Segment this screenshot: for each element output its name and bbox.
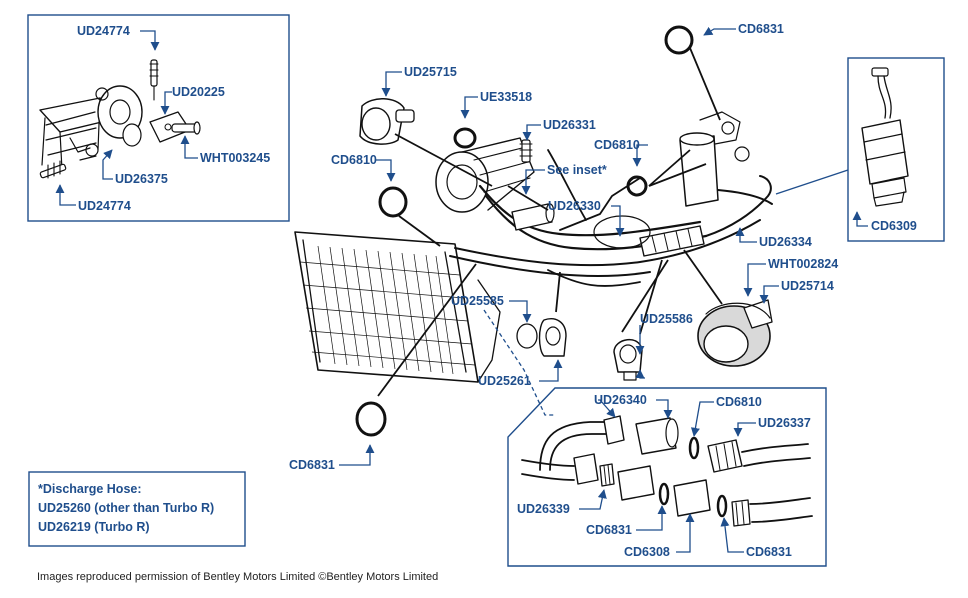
label-inset-ud24774-top: UD24774 [77, 24, 130, 38]
o-rings [355, 25, 694, 437]
pressure-switch-inset-frame [847, 57, 945, 242]
label-ud25261: UD25261 [478, 374, 531, 388]
label-cd6810-left: CD6810 [331, 153, 377, 167]
label-cd6810-upper: CD6810 [594, 138, 640, 152]
compressor-mounting-drawing [39, 59, 201, 179]
discharge-hose-note: *Discharge Hose: UD25260 (other than Tur… [38, 482, 214, 534]
label-ud25585: UD25585 [451, 294, 504, 308]
label-cd6831-left: CD6831 [289, 458, 335, 472]
label-cd6308: CD6308 [624, 545, 670, 559]
union-fittings-drawing [521, 415, 813, 527]
note-title: *Discharge Hose: [38, 482, 142, 496]
label-ud26337: UD26337 [758, 416, 811, 430]
label-ud26340: UD26340 [594, 393, 647, 407]
label-ud25714: UD25714 [781, 279, 834, 293]
label-cd6831-detail-b: CD6831 [746, 545, 792, 559]
label-cd6831-top: CD6831 [738, 22, 784, 36]
note-line-2: UD26219 (Turbo R) [38, 520, 150, 534]
label-see-inset: See inset* [547, 163, 607, 177]
hose-clamp-ud25714 [697, 299, 773, 367]
label-ud26330: UD26330 [548, 199, 601, 213]
copyright-caption: Images reproduced permission of Bentley … [37, 571, 438, 583]
label-wht002824: WHT002824 [768, 257, 838, 271]
bracket-ud25585 [516, 318, 567, 357]
label-inset-ud26375: UD26375 [115, 172, 168, 186]
compressor-inset-frame [27, 14, 290, 222]
valve-ud26331 [519, 139, 533, 163]
refrigerant-pipes [449, 149, 772, 287]
label-ud26334: UD26334 [759, 235, 812, 249]
label-inset-ud20225: UD20225 [172, 85, 225, 99]
label-ud26339: UD26339 [517, 502, 570, 516]
note-line-1: UD25260 (other than Turbo R) [38, 501, 214, 515]
label-cd6831-detail-a: CD6831 [586, 523, 632, 537]
label-cd6309: CD6309 [871, 219, 917, 233]
union-detail-frame [507, 387, 827, 567]
hose-clip-ud25715 [359, 98, 415, 145]
compressor-drawing [435, 137, 535, 213]
clip-ud25586 [613, 339, 643, 381]
label-inset-wht003245: WHT003245 [200, 151, 270, 165]
label-ud26331: UD26331 [543, 118, 596, 132]
pressure-switch-drawing [861, 67, 909, 207]
receiver-drier-drawing [679, 111, 773, 207]
label-ud25715: UD25715 [404, 65, 457, 79]
condenser-drawing [294, 231, 501, 383]
label-ud25586: UD25586 [640, 312, 693, 326]
label-cd6810-detail: CD6810 [716, 395, 762, 409]
label-inset-ud24774-bottom: UD24774 [78, 199, 131, 213]
leader-lines [55, 26, 868, 553]
discharge-hose-note-frame [28, 471, 246, 547]
part-labels: UD24774 UD20225 WHT003245 UD26375 UD2477… [77, 22, 917, 559]
label-ue33518: UE33518 [480, 90, 532, 104]
black-pointer-lines [377, 47, 723, 397]
